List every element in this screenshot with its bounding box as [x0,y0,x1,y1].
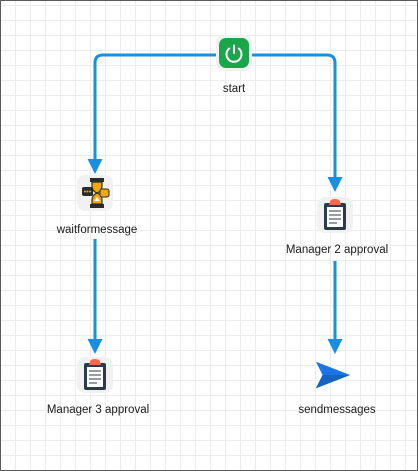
start-node[interactable] [216,35,252,71]
waitformessage-node[interactable] [77,175,113,211]
manager3-node[interactable] [77,357,113,393]
waitformessage-node-label: waitformessage [56,224,138,236]
power-icon [219,38,249,68]
manager2-node[interactable] [317,197,353,233]
manager3-node-label: Manager 3 approval [46,404,150,416]
message-queue-icon [82,178,110,208]
send-icon [315,361,351,389]
edge-start-to-manager2[interactable] [252,53,343,192]
sendmessages-node-label: sendmessages [298,404,376,416]
manager2-node-label: Manager 2 approval [285,244,389,256]
sendmessages-node[interactable] [315,357,351,393]
edge-start-to-waitformessage[interactable] [87,53,216,174]
start-node-label: start [222,83,246,95]
clipboard-icon [324,199,346,230]
clipboard-icon [84,359,106,390]
